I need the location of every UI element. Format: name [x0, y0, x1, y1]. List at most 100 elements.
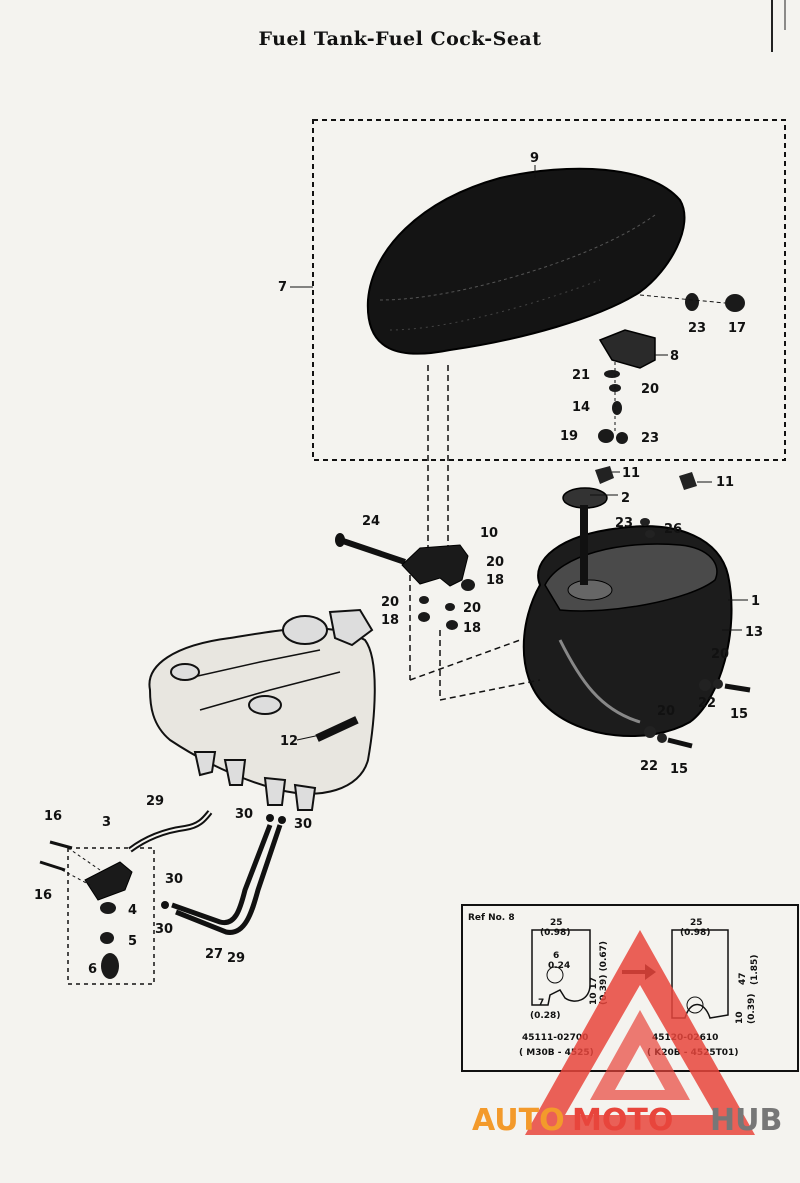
filler-neck [567, 579, 613, 601]
assembly-line [61, 869, 91, 886]
rubber-cap-part-11 [595, 466, 614, 484]
callout-23: 23 [615, 516, 633, 531]
dim-side-left-in: (0.39) (0.67) [599, 941, 609, 1005]
callout-1: 1 [751, 594, 760, 609]
callout-16: 16 [34, 888, 52, 903]
tank-tab [263, 776, 287, 806]
dim-top-right-in: (0.98) [680, 928, 710, 938]
screw-part-16a [49, 840, 73, 850]
dim-top-right: 25 [690, 918, 703, 928]
part-code-old: ( M30B - 4525) [519, 1048, 594, 1058]
callout-8: 8 [670, 349, 679, 364]
callout-7: 7 [278, 280, 287, 295]
callout-15: 15 [670, 762, 688, 777]
dim-top-left-in: (0.98) [540, 928, 570, 938]
spacer-part-14 [612, 401, 622, 415]
callout-20: 20 [641, 382, 659, 397]
callout-5: 5 [128, 934, 137, 949]
tank-tab [293, 783, 317, 811]
diagram-title: Fuel Tank-Fuel Cock-Seat [258, 28, 542, 50]
fuel-hose-part-29-inner [129, 811, 211, 851]
fuel-cap-stem [580, 505, 588, 585]
clip-part-30 [266, 814, 274, 822]
washer-part-21 [604, 370, 620, 378]
tank-underside-group: 12 [148, 608, 376, 811]
automotohub-watermark: AUTO MOTO HUB [472, 930, 782, 1138]
callout-12: 12 [280, 734, 298, 749]
washer-part-23 [685, 293, 699, 311]
hinge-bracket-part-10 [401, 544, 469, 587]
dim-bottom-left-in: (0.28) [530, 1011, 560, 1021]
callout-23: 23 [688, 321, 706, 336]
callout-18: 18 [463, 621, 481, 636]
nut-part-18b [418, 612, 430, 622]
screw-part-16b [39, 860, 66, 872]
fuel-cock-part-3 [84, 861, 133, 901]
callout-2: 2 [621, 491, 630, 506]
watermark-text-hub: HUB [710, 1103, 782, 1138]
fuel-hose-part-29b [175, 824, 283, 935]
dim-top-left: 25 [550, 918, 563, 928]
callout-20: 20 [381, 595, 399, 610]
callout-20: 20 [463, 601, 481, 616]
seat-part-7 [366, 167, 686, 355]
callout-20: 20 [486, 555, 504, 570]
callout-30: 30 [235, 807, 253, 822]
tank-ridge [199, 671, 341, 711]
clip-part-30 [161, 901, 169, 909]
callout-11: 11 [622, 466, 640, 481]
reference-box-heading: Ref No. 8 [468, 913, 515, 923]
bracket-hole [546, 966, 564, 984]
mount-boss [248, 695, 282, 715]
washer-part-22b [644, 726, 656, 738]
callout-21: 21 [572, 368, 590, 383]
bolt-part-24 [339, 537, 406, 565]
callout-10: 10 [480, 526, 498, 541]
fuel-cock-dashed-box [67, 847, 155, 985]
callout-6: 6 [88, 962, 97, 977]
washer-part-20b [445, 603, 455, 611]
dim-bottom-right: 10 [735, 1011, 745, 1024]
callout-20: 20 [657, 704, 675, 719]
filler-cap-underside [282, 615, 328, 645]
seat-bracket-part-8 [598, 329, 656, 369]
callout-22: 22 [698, 696, 716, 711]
callout-14: 14 [572, 400, 590, 415]
callout-17: 17 [728, 321, 746, 336]
tank-tab [223, 759, 247, 786]
seat-stitch-line [389, 279, 601, 331]
callout-19: 19 [560, 429, 578, 444]
callout-4: 4 [128, 903, 137, 918]
callout-30: 30 [155, 922, 173, 937]
seat-group-dashed-box [312, 119, 786, 461]
mount-lug [328, 608, 374, 647]
callout-30: 30 [165, 872, 183, 887]
washer-part-20a [713, 679, 723, 689]
watermark-text-auto: AUTO [472, 1103, 565, 1138]
assembly-line [439, 679, 541, 701]
tank-tab [193, 751, 217, 777]
bracket-drawing-old [531, 929, 591, 1006]
callout-24: 24 [362, 514, 380, 529]
watermark-text-moto: MOTO [572, 1103, 673, 1138]
fuel-tank-highlight [558, 639, 641, 724]
callout-20: 20 [711, 647, 729, 662]
clip-part-30 [278, 816, 286, 824]
dim-bottom-right-in: (0.39) [747, 994, 757, 1024]
gasket-part-5 [100, 932, 114, 944]
tank-rail [315, 716, 359, 742]
nut-part-18c [446, 620, 458, 630]
fuel-hose-part-27 [171, 824, 273, 926]
dim-hole-left-in: 0.24 [548, 961, 570, 971]
leader-line [639, 294, 726, 304]
hinge-bracket-group: 24 10 20 18 20 18 20 18 [335, 514, 541, 701]
callout-13: 13 [745, 625, 763, 640]
washer-part-20a [419, 596, 429, 604]
washer-part-20b [657, 733, 667, 743]
callout-3: 3 [102, 815, 111, 830]
callout-23: 23 [641, 431, 659, 446]
sediment-bowl-part-6 [101, 953, 119, 979]
dim-side-right-in: (1.85) [750, 955, 760, 985]
bracket-hole [686, 996, 704, 1014]
leader-line [296, 734, 321, 741]
